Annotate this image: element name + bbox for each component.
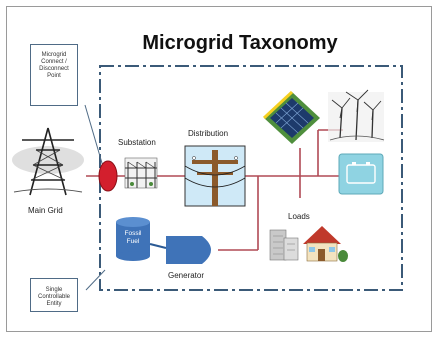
generator-label: Generator — [168, 271, 205, 280]
fossil-fuel-tank-icon — [116, 217, 150, 261]
disconnect-point-icon — [98, 160, 118, 192]
callout-leader-controllable — [85, 269, 106, 291]
callout-leader-connect — [84, 104, 105, 171]
distribution-label: Distribution — [188, 129, 229, 138]
power-lines — [86, 129, 343, 251]
distribution-icon — [184, 145, 246, 207]
wind-turbine-icon — [328, 89, 385, 142]
callout-connect-point: Microgrid Connect / Disconnect Point — [30, 44, 78, 106]
main-grid-pylon-icon — [12, 127, 84, 196]
fossil-fuel-label: Fossil Fuel — [124, 230, 142, 245]
building-load-icon — [269, 229, 299, 261]
house-load-icon — [303, 226, 348, 262]
loads-label: Loads — [288, 212, 310, 221]
callout-controllable-entity: Single Controllable Entity — [30, 278, 78, 312]
diagram-title: Microgrid Taxonomy — [142, 32, 338, 54]
generator-icon — [149, 236, 211, 264]
main-grid-label: Main Grid — [28, 206, 63, 215]
substation-label: Substation — [118, 138, 156, 147]
battery-icon — [338, 153, 384, 195]
solar-panel-icon — [262, 90, 320, 144]
microgrid-boundary — [99, 65, 403, 291]
substation-icon — [124, 157, 158, 189]
